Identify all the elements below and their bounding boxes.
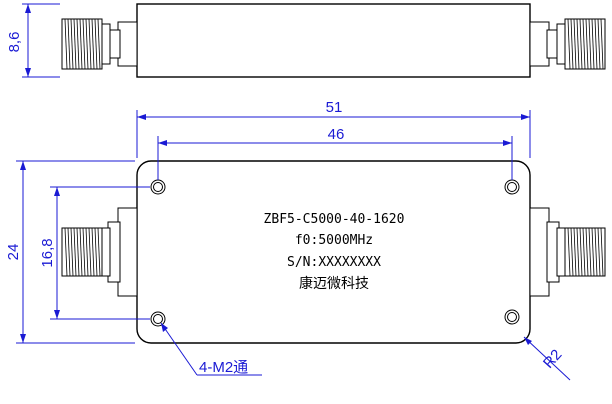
connector-thread-line	[594, 227, 598, 277]
top-view: ZBF5-C5000-40-1620 f0:5000MHz S/N:XXXXXX…	[5, 99, 606, 381]
connector-thread-line	[88, 18, 92, 70]
label-frequency: f0:5000MHz	[295, 233, 373, 248]
connector-thread-line	[64, 18, 68, 70]
dim-hole-spacing-y: 16,8	[39, 186, 150, 320]
mount-hole-bottom-left	[150, 311, 166, 327]
connector-thread-line	[94, 18, 98, 70]
connector-thread-line	[82, 227, 86, 277]
connector-thread-line	[579, 227, 583, 277]
connector-thread-line	[70, 227, 74, 277]
connector-thread-line	[585, 227, 589, 277]
dim-width-overall-text: 24	[5, 244, 22, 261]
label-brand: 康迈微科技	[299, 275, 369, 292]
connector-thread-line	[570, 227, 574, 277]
connector-thread-line	[567, 18, 571, 70]
label-model: ZBF5-C5000-40-1620	[264, 212, 405, 227]
dim-length-overall-text: 51	[326, 99, 343, 116]
connector-thread-line	[67, 227, 71, 277]
connector-thread-line	[567, 227, 571, 277]
mount-hole-top-left	[150, 179, 166, 195]
connector-thread-line	[576, 227, 580, 277]
connector-thread-line	[88, 227, 92, 277]
connector-thread-line	[94, 227, 98, 277]
connector-thread-line	[97, 227, 101, 277]
dim-hole-spacing-x: 46	[157, 126, 513, 180]
connector-thread-line	[79, 18, 83, 70]
connector-thread-line	[85, 18, 89, 70]
connector-thread-line	[76, 18, 80, 70]
mount-hole-bottom-right	[504, 309, 520, 325]
connector-thread-line	[85, 227, 89, 277]
connector-thread-line	[573, 18, 577, 70]
dim-length-overall: 51	[136, 99, 531, 158]
left-connector-top	[61, 207, 138, 297]
connector-thread-line	[76, 227, 80, 277]
connector-thread-line	[582, 227, 586, 277]
right-connector-top	[529, 207, 606, 297]
dim-width-overall: 24	[5, 160, 135, 344]
connector-thread-line	[597, 18, 601, 70]
leader-mount-holes: 4-M2通	[160, 322, 262, 376]
connector-thread-line	[573, 227, 577, 277]
dim-hole-spacing-y-text: 16,8	[39, 238, 56, 267]
side-body	[136, 3, 531, 78]
right-connector-side	[529, 18, 606, 70]
connector-thread-line	[91, 18, 95, 70]
connector-thread-line	[594, 18, 598, 70]
connector-thread-line	[97, 18, 101, 70]
top-body	[136, 160, 531, 344]
connector-thread-line	[600, 227, 604, 277]
connector-thread-line	[600, 18, 604, 70]
leader-mount-holes-text: 4-M2通	[199, 359, 248, 376]
dim-hole-spacing-x-text: 46	[328, 126, 345, 143]
connector-thread-line	[579, 18, 583, 70]
dim-height-side: 8,6	[6, 3, 60, 78]
connector-thread-line	[591, 227, 595, 277]
dim-height-side-text: 8,6	[6, 32, 23, 53]
connector-thread-line	[67, 18, 71, 70]
connector-thread-line	[576, 18, 580, 70]
connector-thread-line	[582, 18, 586, 70]
leader-corner-radius: R2	[523, 336, 571, 381]
connector-thread-line	[597, 227, 601, 277]
connector-thread-line	[73, 227, 77, 277]
label-serial: S/N:XXXXXXXX	[287, 255, 381, 270]
connector-thread-line	[73, 18, 77, 70]
connector-thread-line	[79, 227, 83, 277]
leader-corner-radius-text: R2	[540, 346, 565, 372]
connector-thread-line	[585, 18, 589, 70]
connector-thread-line	[570, 18, 574, 70]
connector-thread-line	[91, 227, 95, 277]
connector-thread-line	[82, 18, 86, 70]
connector-thread-line	[64, 227, 68, 277]
connector-thread-line	[588, 18, 592, 70]
connector-thread-line	[588, 227, 592, 277]
side-view: 8,6	[6, 3, 606, 78]
left-connector-side	[61, 18, 138, 70]
connector-thread-line	[591, 18, 595, 70]
mount-hole-top-right	[504, 179, 520, 195]
connector-thread-line	[70, 18, 74, 70]
